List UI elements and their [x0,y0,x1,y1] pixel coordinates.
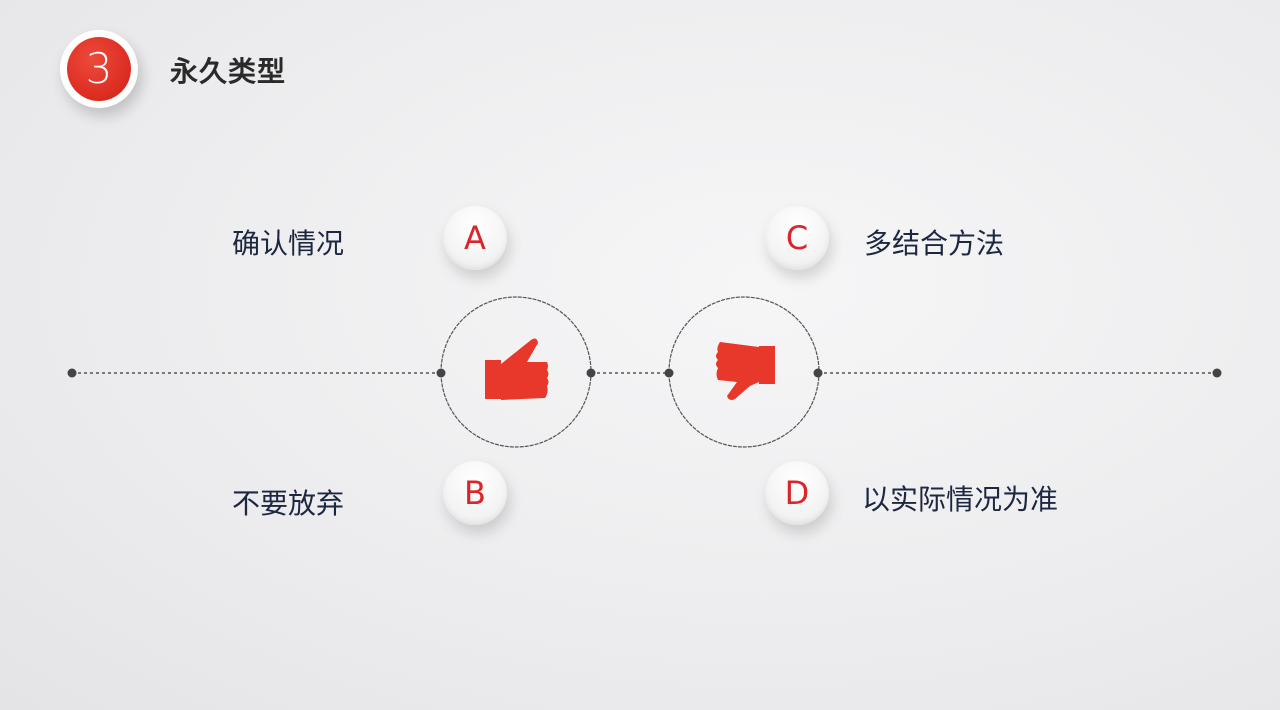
item-label-c: 多结合方法 [864,227,1005,260]
thumbs-down-icon [716,342,775,400]
section-title: 永久类型 [170,55,287,88]
item-letter-d: D [765,461,829,525]
timeline-node [813,368,823,378]
timeline-node [436,368,446,378]
section-number: 3 [67,37,131,101]
section-number-badge: 3 [60,30,138,108]
timeline-node [664,368,674,378]
item-letter-c: C [765,206,829,270]
timeline-node [586,368,596,378]
timeline-node [1212,368,1222,378]
item-letter-b: B [443,461,507,525]
item-label-b: 不要放弃 [232,487,345,520]
item-letter-a: A [443,206,507,270]
item-label-d: 以实际情况为准 [862,483,1059,516]
thumbs-up-icon [485,338,549,400]
item-label-a: 确认情况 [232,227,345,260]
timeline-node [67,368,77,378]
